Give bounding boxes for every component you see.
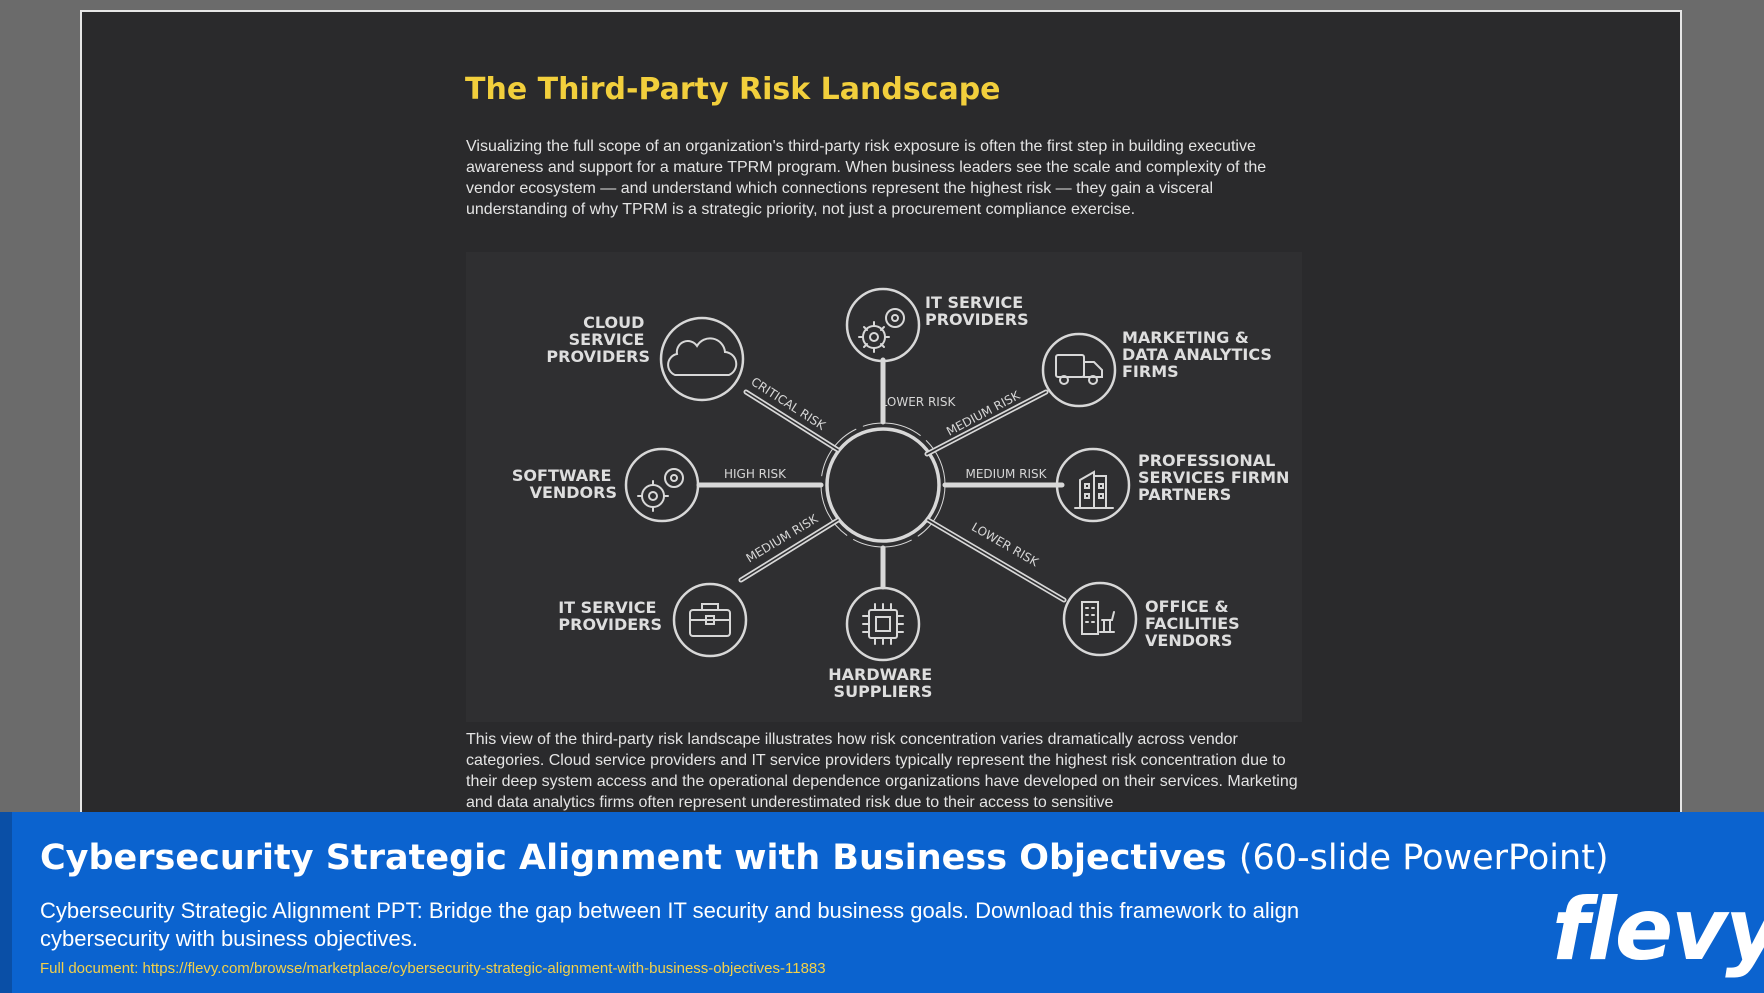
banner-description: Cybersecurity Strategic Alignment PPT: B… [40,898,1300,951]
full-document-link[interactable]: Full document: https://flevy.com/browse/… [40,960,826,977]
intro-paragraph: Visualizing the full scope of an organiz… [466,138,1267,218]
flevy-logo[interactable]: flevy [1552,880,1764,980]
gears-icon [637,468,684,512]
center-hub [825,427,941,543]
node-it-top [845,287,921,363]
slide-title: The Third-Party Risk Landscape [465,72,1001,107]
slide: The Third-Party Risk Landscape Visualizi… [80,10,1682,822]
risk-label-marketing: MEDIUM RISK [944,388,1023,439]
banner-title: Cybersecurity Strategic Alignment with B… [40,838,1609,878]
label-office: OFFICE & FACILITIES VENDORS [1145,597,1245,650]
label-marketing: MARKETING & DATA ANALYTICS FIRMS [1122,328,1278,381]
risk-landscape-svg: CLOUD SERVICE PROVIDERS IT SERVICE PROVI… [512,287,1295,701]
center-hub-ring [820,422,946,548]
node-office [1062,581,1138,657]
cloud-icon [667,337,738,376]
risk-label-it-top: LOWER RISK [881,395,957,409]
risk-label-office: LOWER RISK [969,520,1042,570]
chip-icon [862,603,904,645]
node-it-bottom [672,582,748,658]
label-hardware: HARDWARE SUPPLIERS [828,665,938,701]
banner-title-main: Cybersecurity Strategic Alignment with B… [40,838,1227,878]
body-paragraph: This view of the third-party risk landsc… [466,731,1298,811]
gears-icon [858,308,905,353]
node-marketing [1041,332,1117,408]
banner-edge [0,812,12,993]
risk-label-professional: MEDIUM RISK [965,467,1047,481]
footer-banner: Cybersecurity Strategic Alignment with B… [0,812,1764,993]
building-icon [1074,470,1114,509]
label-it-top: IT SERVICE PROVIDERS [925,293,1029,329]
risk-label-software: HIGH RISK [724,467,787,481]
node-software [624,447,700,523]
node-cloud [659,316,745,402]
briefcase-icon [689,603,731,637]
label-software: SOFTWARE VENDORS [512,466,617,502]
office-icon [1081,601,1115,635]
node-professional [1055,447,1131,523]
label-it-bottom: IT SERVICE PROVIDERS [558,598,662,634]
banner-title-suffix: (60-slide PowerPoint) [1238,838,1609,878]
risk-landscape-diagram: CLOUD SERVICE PROVIDERS IT SERVICE PROVI… [466,252,1302,722]
truck-icon [1055,354,1103,385]
label-professional: PROFESSIONAL SERVICES FIRMN PARTNERS [1138,451,1295,504]
node-hardware [845,586,921,662]
label-cloud: CLOUD SERVICE PROVIDERS [546,313,650,366]
